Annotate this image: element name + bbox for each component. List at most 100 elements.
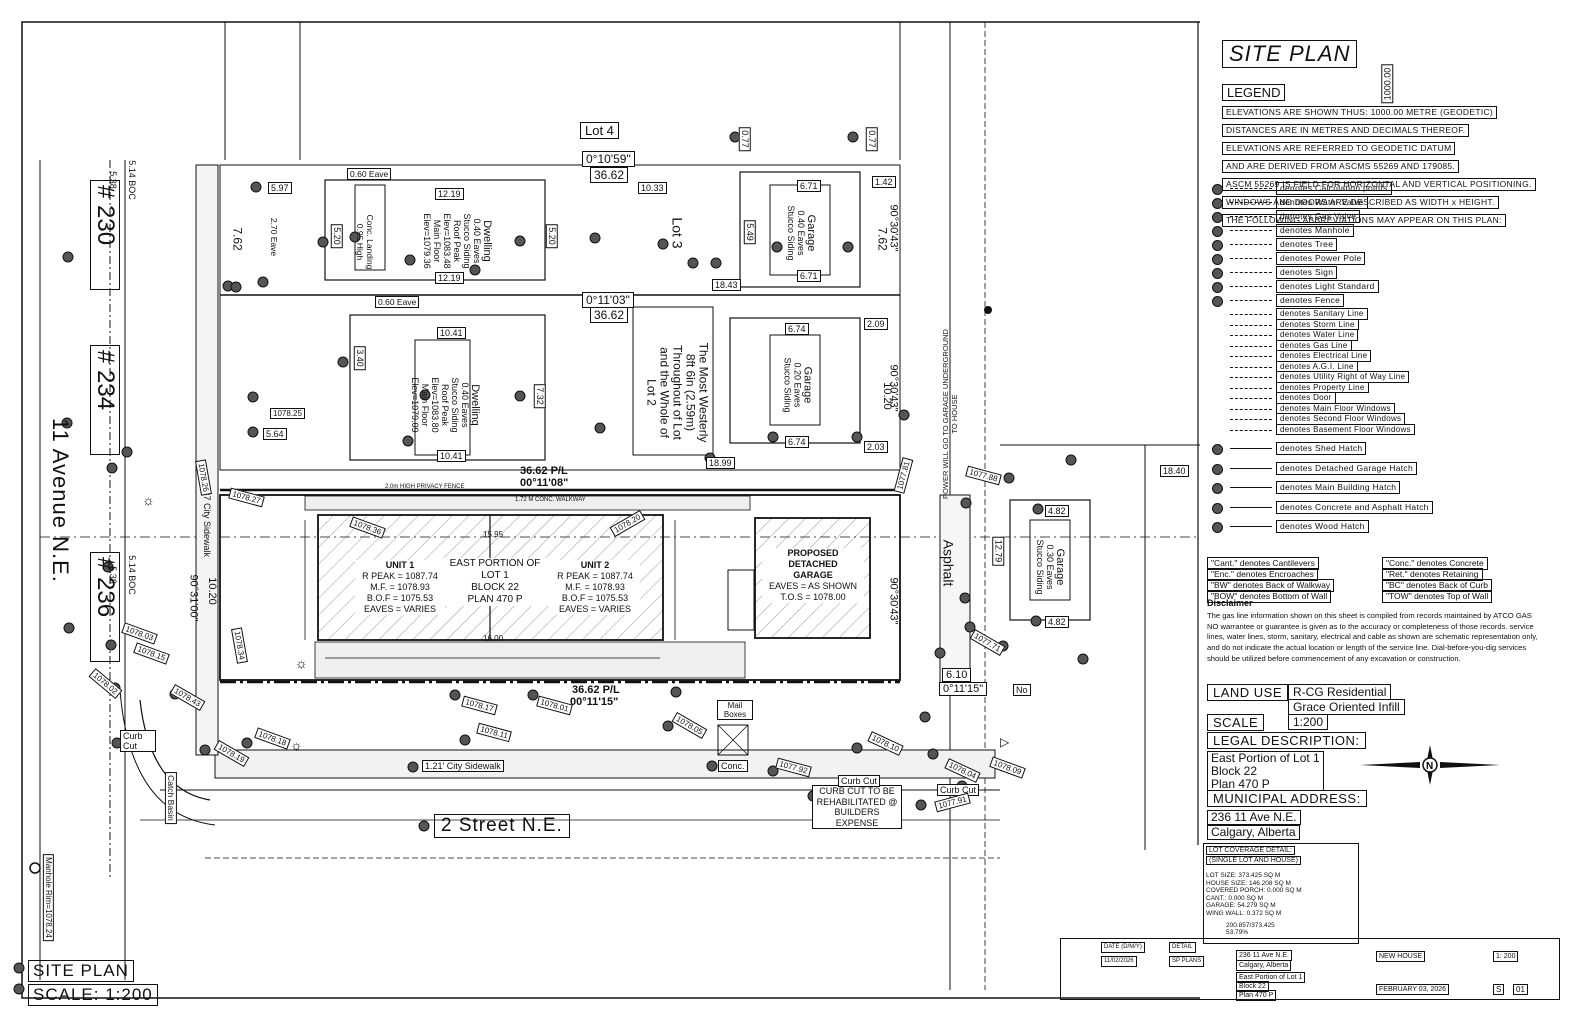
lot-3-label: Lot 3: [669, 217, 686, 249]
fence-note: 2.0m HIGH PRIVACY FENCE: [385, 484, 465, 490]
legend-note: ELEVATIONS ARE REFERRED TO GEODETIC DATU…: [1222, 142, 1456, 155]
elev-7: 1078.01: [536, 695, 573, 716]
elev-5: 1078.17: [461, 695, 498, 716]
legend-key-storm: denotes Storm Line: [1210, 318, 1560, 330]
dim-520-a: 5.20: [330, 224, 343, 248]
eave-label-2: 0.60 Eave: [375, 296, 420, 308]
land-use-value: R-CG Residential: [1288, 684, 1392, 700]
legend-key-gas-line: denotes Gas Line: [1210, 339, 1560, 351]
elev-11: 1078.03: [121, 622, 158, 645]
legend-keys: denotes Calculation points denotes Water…: [1210, 182, 1560, 540]
wood-hatch-icon: [1212, 522, 1223, 533]
curb-note: CURB CUT TO BE REHABILITATED @ BUILDERS …: [812, 785, 902, 829]
eave-label-3: 2.70 Eave: [269, 217, 280, 257]
sheet-title: SITE PLAN: [1222, 40, 1358, 68]
dim-1219-a: 12.19: [435, 188, 464, 200]
bearing-2: 0°11'03": [582, 292, 634, 308]
walkway-note: 1.72 M CONC. WALKWAY: [515, 497, 586, 503]
legend-key-power-pole: denotes Power Pole: [1210, 252, 1560, 266]
mail-boxes-label: Mail Boxes: [717, 700, 753, 720]
dim-564: 5.64: [263, 428, 287, 440]
dim-674-b: 6.74: [785, 436, 809, 448]
tb-legal-1: East Portion of Lot 1: [1236, 972, 1306, 983]
bearing-1: 0°10'59": [582, 151, 635, 167]
tb-plan-label: SP PLANS: [1169, 956, 1205, 967]
boc-1: 5.14 BOC: [126, 160, 137, 200]
elev-16: 1078.20: [609, 510, 646, 537]
sheet-frame: [21, 21, 1200, 999]
title-block: DATE (D/M/Y) DETAIL 11/02/2026 SP PLANS …: [1060, 938, 1560, 1001]
power-note: POWER WILL GO TO GARAGE UNDERGROUND TO H…: [941, 329, 959, 499]
conc-label: Conc.: [718, 760, 748, 772]
elev-9: 1078.18: [254, 727, 291, 750]
legend-key-shed-hatch: denotes Shed Hatch: [1210, 442, 1560, 462]
abbr-conc: "Conc." denotes Concrete: [1382, 557, 1488, 570]
dim-3662-pl-1: 36.62 P/L: [520, 465, 568, 477]
legend-key-manhole: denotes Manhole: [1210, 224, 1560, 238]
legend-key-agi: denotes A.G.I. Line: [1210, 360, 1560, 372]
water-valve-icon: [1212, 198, 1223, 209]
abbr-ret: "Ret." denotes Retaining: [1382, 568, 1483, 581]
curb-cut-label-1: Curb Cut: [838, 775, 881, 787]
legend-key-building-hatch: denotes Main Building Hatch: [1210, 481, 1560, 501]
legend-note: THE FOLLOWING ABBREVIATIONS MAY APPEAR O…: [1222, 214, 1506, 227]
proposed-garage-label: PROPOSED DETACHED GARAGE EAVES = AS SHOW…: [762, 548, 864, 603]
abbr-bc: "BC" denotes Back of Curb: [1382, 579, 1492, 592]
tree-icon: [1212, 240, 1223, 251]
legend-key-water-line: denotes Water Line: [1210, 329, 1560, 341]
legend-key-garage-hatch: denotes Detached Garage Hatch: [1210, 461, 1560, 482]
dim-077-a: 0.77: [738, 127, 751, 151]
abbr-bow: "BOW" denotes Bottom of Wall: [1207, 590, 1332, 603]
elev-20: 1077.81: [893, 457, 914, 494]
municipal-address-label: MUNICIPAL ADDRESS:: [1207, 790, 1367, 807]
tb-date-header: DATE (D/M/Y): [1101, 942, 1145, 953]
dim-1041-b: 10.41: [437, 450, 466, 462]
house-number-230: # 230: [90, 180, 120, 290]
manhole-label: Manhole Rim=1078.24: [42, 854, 54, 941]
dim-209: 2.09: [864, 318, 888, 330]
land-use-value-2: Grace Oriented Infill: [1288, 699, 1405, 715]
concrete-hatch-icon: [1212, 502, 1223, 514]
sign-icon: [1212, 268, 1223, 279]
dim-1020-a: 10.20: [205, 577, 218, 605]
legend-key-water-valve: denotes Water Valve: [1210, 196, 1560, 210]
svg-text:▷: ▷: [1000, 735, 1010, 749]
landing-label: Conc. Landing 0.95 High: [355, 214, 375, 270]
legal-description-label: LEGAL DESCRIPTION:: [1207, 732, 1366, 749]
tb-legal-3: Plan 470 P: [1236, 990, 1277, 1001]
tb-sheet-number: 01: [1513, 984, 1528, 995]
svg-text:☼: ☼: [290, 737, 303, 753]
catch-basin-label: Catch Basin: [164, 772, 177, 824]
dim-340: 3.40: [353, 346, 366, 370]
legend-key-calc-point: denotes Calculation points: [1210, 182, 1560, 196]
bearing-4: 00°11'15": [570, 696, 619, 708]
legend-key-door: denotes Door: [1210, 392, 1560, 404]
dim-203: 2.03: [864, 441, 888, 453]
elev-12: 1078.02: [88, 668, 123, 699]
legend-note: AND ARE DERIVED FROM ASCMS 55269 AND 179…: [1222, 160, 1460, 173]
land-use-label: LAND USE: [1207, 684, 1289, 701]
light-standard-icon: [1212, 282, 1223, 293]
boc-3: 5.14 BOC: [126, 555, 137, 595]
dim-1041-a: 10.41: [437, 327, 466, 339]
tb-date: FEBRUARY 03, 2026: [1376, 984, 1450, 995]
svg-text:☼: ☼: [142, 492, 155, 508]
svg-text:☼: ☼: [295, 655, 308, 671]
boc-2: 5.38: [107, 171, 118, 189]
legend-key-gas-valve: denotes Gas Valve: [1210, 210, 1560, 224]
abbr-enc: "Enc." denotes Encroaches: [1207, 568, 1318, 581]
no-label: No: [1013, 684, 1031, 696]
legend-key-second-windows: denotes Second Floor Windows: [1210, 413, 1560, 425]
fence-icon: [1212, 296, 1223, 307]
dim-549: 5.49: [743, 220, 756, 244]
dwelling-lot4-label: Dwelling 0.40 Eaves Stucco Siding Roof P…: [422, 213, 493, 269]
elev-1: 1078.27: [228, 487, 265, 508]
elev-10: 1078.19: [213, 740, 250, 767]
dim-1279: 12.79: [992, 536, 1005, 566]
calc-point-icon: [1212, 184, 1223, 195]
city-sidewalk-front: [214, 749, 996, 779]
dim-3662-mid: 36.62: [590, 307, 629, 323]
lot-coverage-detail: LOT COVERAGE DETAIL: (SINGLE LOT AND HOU…: [1203, 843, 1359, 944]
elev-8: 1078.05: [671, 712, 708, 739]
curb-cut-label-3: Curb Cut: [120, 730, 156, 752]
